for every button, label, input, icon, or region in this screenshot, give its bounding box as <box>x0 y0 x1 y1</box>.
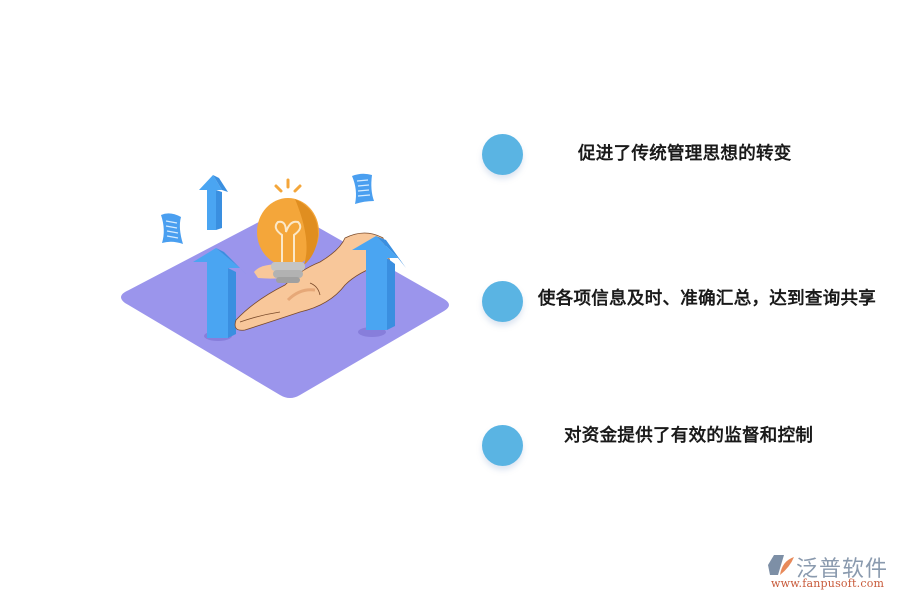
point-label: 使各项信息及时、准确汇总，达到查询共享 <box>537 289 877 309</box>
feature-point: 使各项信息及时、准确汇总，达到查询共享 <box>482 280 892 340</box>
bullet-dot-icon <box>482 134 523 175</box>
bullet-dot-icon <box>482 425 523 466</box>
up-arrow-icon <box>352 236 406 337</box>
up-arrow-icon <box>193 248 246 341</box>
bullet-dot-icon <box>482 281 523 322</box>
document-icon <box>352 173 374 204</box>
point-label: 对资金提供了有效的监督和控制 <box>564 426 814 446</box>
point-label: 促进了传统管理思想的转变 <box>578 144 792 164</box>
document-icon <box>161 213 183 244</box>
brand-logo: 泛普软件 www.fanpusoft.com <box>768 551 893 591</box>
feature-point: 促进了传统管理思想的转变 <box>482 134 892 176</box>
up-arrow-icon <box>199 175 228 230</box>
logo-url: www.fanpusoft.com <box>771 577 885 590</box>
feature-point: 对资金提供了有效的监督和控制 <box>482 425 892 467</box>
lightbulb-icon <box>257 178 319 283</box>
logo-name: 泛普软件 <box>796 557 889 582</box>
logo-mark-icon <box>768 555 794 575</box>
